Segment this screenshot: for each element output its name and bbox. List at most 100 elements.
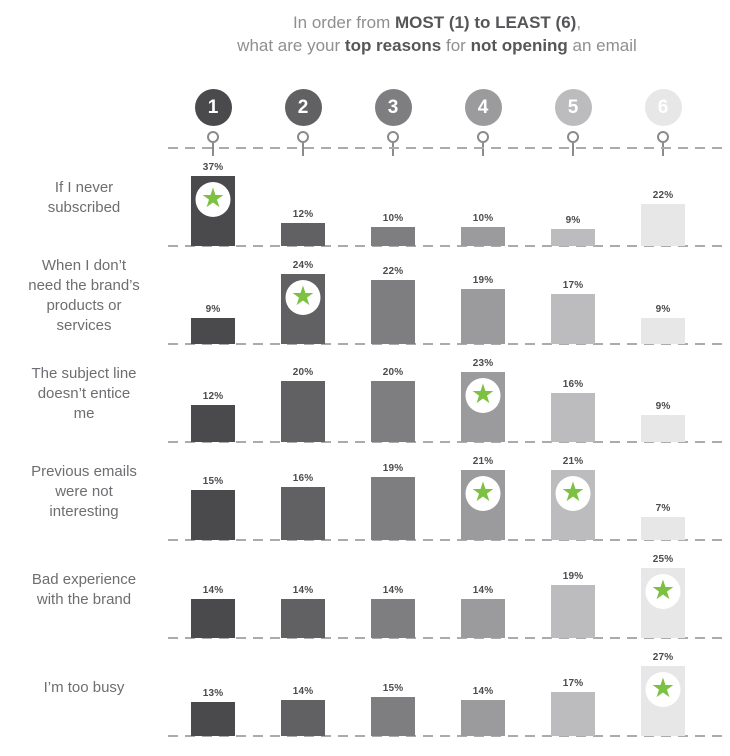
bar: [551, 692, 595, 736]
bar-value-label: 13%: [202, 688, 224, 699]
pin-stem: [662, 143, 664, 156]
rank-axis-dashed-line: [168, 147, 722, 149]
bar: [281, 700, 325, 736]
bar-group: 13%14%15%14%17%27%★: [168, 652, 708, 736]
bar-value-label: 21%: [472, 456, 494, 467]
bar-value-label: 24%: [292, 260, 314, 271]
bar-group: 14%14%14%14%19%25%★: [168, 554, 708, 638]
top-reason-star-badge: ★: [555, 476, 591, 511]
pin-stem: [572, 143, 574, 156]
bar: ★: [461, 470, 505, 540]
bar-slot: 10%: [438, 213, 528, 246]
bar: [281, 381, 325, 442]
bar: [551, 393, 595, 442]
bar: [191, 490, 235, 540]
bar-slot: 24% ★: [258, 260, 348, 344]
bar-slot: 14%: [438, 686, 528, 736]
category-label: The subject line doesn’t entice me: [31, 365, 137, 422]
bar: [281, 599, 325, 638]
bar: [551, 294, 595, 344]
bar-value-label: 19%: [472, 275, 494, 286]
bar-value-label: 20%: [292, 367, 314, 378]
pin-icon: [207, 131, 219, 143]
star-icon: ★: [290, 281, 316, 311]
top-reason-star-badge: ★: [285, 280, 321, 315]
bar-value-label: 37%: [202, 162, 224, 173]
rank-number: 5: [567, 96, 579, 118]
row-baseline-dashed-line: [168, 343, 722, 345]
rank-column-2: 2: [258, 89, 348, 156]
bar-value-label: 14%: [292, 686, 314, 697]
rank-column-4: 4: [438, 89, 528, 156]
bar-value-label: 16%: [292, 473, 314, 484]
rank-column-1: 1: [168, 89, 258, 156]
bar-value-label: 9%: [655, 304, 671, 315]
bar-slot: 23%★: [438, 358, 528, 442]
bar-slot: 14%: [168, 585, 258, 638]
bar-slot: 16%: [258, 473, 348, 540]
star-icon: ★: [650, 575, 676, 605]
bar-value-label: 12%: [202, 391, 224, 402]
bar-value-label: 17%: [562, 280, 584, 291]
bar-slot: 12%: [168, 391, 258, 442]
bar-slot: 9%: [528, 215, 618, 246]
bar: [371, 477, 415, 540]
pin-stem: [212, 143, 214, 156]
bar-value-label: 14%: [472, 585, 494, 596]
row-baseline-dashed-line: [168, 637, 722, 639]
bar: ★: [641, 568, 685, 638]
bar: [461, 599, 505, 638]
rank-1-badge: 1: [194, 89, 232, 126]
bar-value-label: 14%: [202, 585, 224, 596]
bar-value-label: 19%: [382, 463, 404, 474]
bar-slot: 21% ★: [438, 456, 528, 540]
title-text: for: [441, 36, 471, 55]
title-bold-text: not opening: [470, 36, 568, 55]
title-bold-text: MOST (1) to LEAST (6): [394, 13, 577, 32]
bar: [641, 318, 685, 344]
bar-value-label: 7%: [655, 503, 671, 514]
bar-value-label: 15%: [382, 683, 404, 694]
bar-slot: 21% ★: [528, 456, 618, 540]
top-reason-star-badge: ★: [195, 182, 231, 217]
bar: [461, 289, 505, 344]
bar: [371, 227, 415, 246]
bar-slot: 19%: [528, 571, 618, 638]
pin-icon: [657, 131, 669, 143]
bar-slot: 14%: [258, 686, 348, 736]
bar: [641, 415, 685, 442]
bar-slot: 22%: [618, 190, 708, 246]
category-label: Bad experience with the brand: [31, 571, 137, 608]
category-label: I’m too busy: [43, 679, 125, 696]
bar-slot: 9%: [618, 304, 708, 344]
pin-icon: [477, 131, 489, 143]
bar-value-label: 22%: [652, 190, 674, 201]
category-label: Previous emails were not interesting: [31, 463, 137, 520]
bar: ★: [281, 274, 325, 344]
bar-value-label: 21%: [562, 456, 584, 467]
star-icon: ★: [560, 477, 586, 507]
rank-number: 3: [387, 96, 399, 118]
bar: [191, 599, 235, 638]
category-label: When I don’t need the brand’s products o…: [28, 257, 140, 334]
pin-stem: [392, 143, 394, 156]
bar-value-label: 16%: [562, 379, 584, 390]
pin-stem: [482, 143, 484, 156]
bar-slot: 19%: [438, 275, 528, 344]
rank-number: 4: [477, 96, 489, 118]
bar-value-label: 10%: [382, 213, 404, 224]
category-label: If I never subscribed: [47, 179, 121, 216]
bar: [461, 227, 505, 246]
bar-slot: 19%: [348, 463, 438, 540]
rank-number: 2: [297, 96, 309, 118]
bar-value-label: 10%: [472, 213, 494, 224]
bar-slot: 14%: [438, 585, 528, 638]
title-text: In order from: [292, 13, 395, 32]
title-text: what are your: [237, 36, 345, 55]
bar-value-label: 9%: [205, 304, 221, 315]
bar-value-label: 9%: [565, 215, 581, 226]
chart-rows: If I never subscribed 37% ★ 12% 10% 10% 9% 22% W…: [0, 149, 730, 737]
